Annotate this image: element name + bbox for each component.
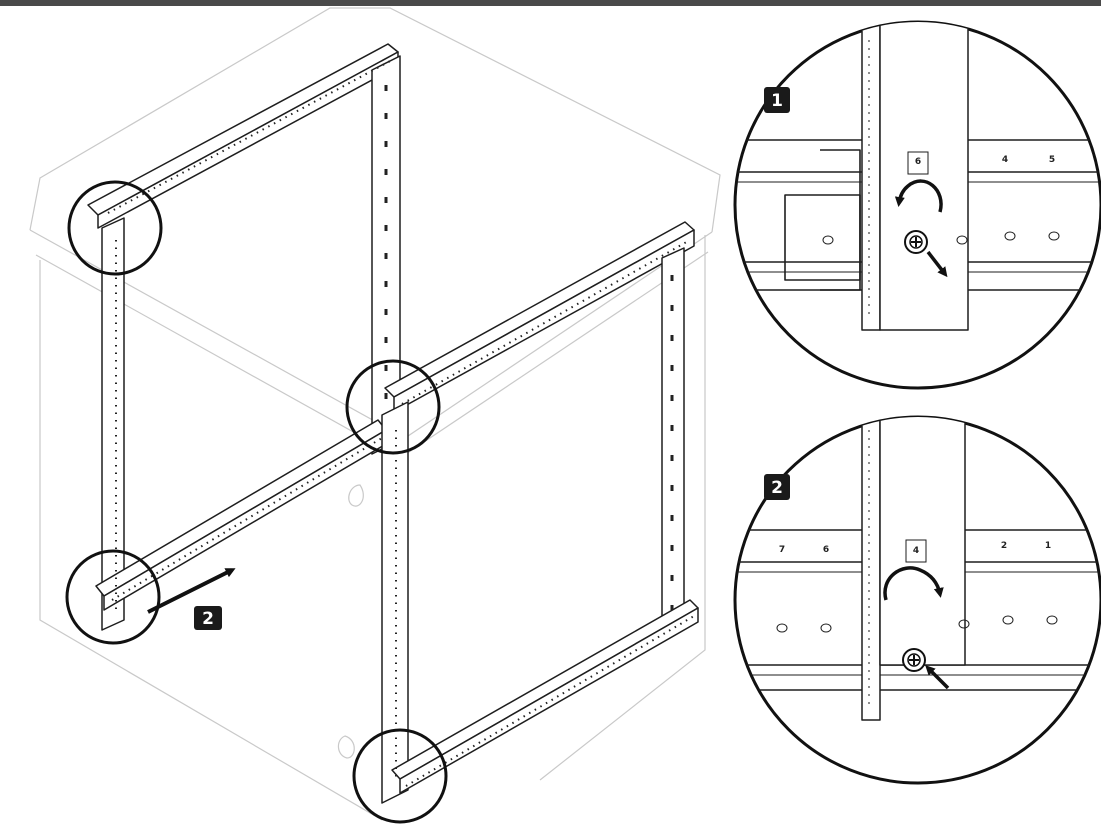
back-rack-frame	[87, 43, 401, 631]
detail-2-step-label: 2	[771, 478, 783, 498]
push-arrow-icon	[925, 665, 950, 690]
highlight-circle-top-left	[67, 180, 163, 276]
rotate-clockwise-icon	[883, 566, 944, 601]
detail-1-number-2: 5	[1049, 155, 1055, 165]
front-rack-frame	[381, 221, 699, 804]
detail-2-number-3: 2	[1001, 541, 1007, 551]
screw-icon	[904, 230, 928, 254]
detail-1-number-1: 4	[1002, 155, 1008, 165]
top-border-bar	[0, 0, 1101, 6]
highlight-circle-center	[345, 359, 441, 455]
detail-2-number-4: 1	[1045, 541, 1051, 551]
cabinet-outline	[29, 7, 721, 821]
detail-2-zoom: 7 6 4 2 1 2	[733, 415, 1101, 785]
arrow-step-label: 2	[202, 609, 214, 629]
highlight-circle-bottom-center	[352, 728, 448, 824]
detail-1-step-label: 1	[771, 91, 783, 111]
detail-1-zoom: 6 4 5 1	[733, 20, 1101, 390]
rotate-counterclockwise-icon	[894, 179, 943, 213]
detail-1-number-0: 6	[915, 157, 921, 167]
slide-arrow: 2	[147, 568, 236, 630]
pull-arrow-icon	[926, 250, 948, 278]
detail-2-number-2: 4	[913, 546, 919, 556]
highlight-circle-bottom-left	[65, 549, 161, 645]
detail-2-number-1: 6	[823, 545, 829, 555]
screw-icon-2	[902, 648, 926, 672]
detail-2-number-0: 7	[779, 545, 785, 555]
